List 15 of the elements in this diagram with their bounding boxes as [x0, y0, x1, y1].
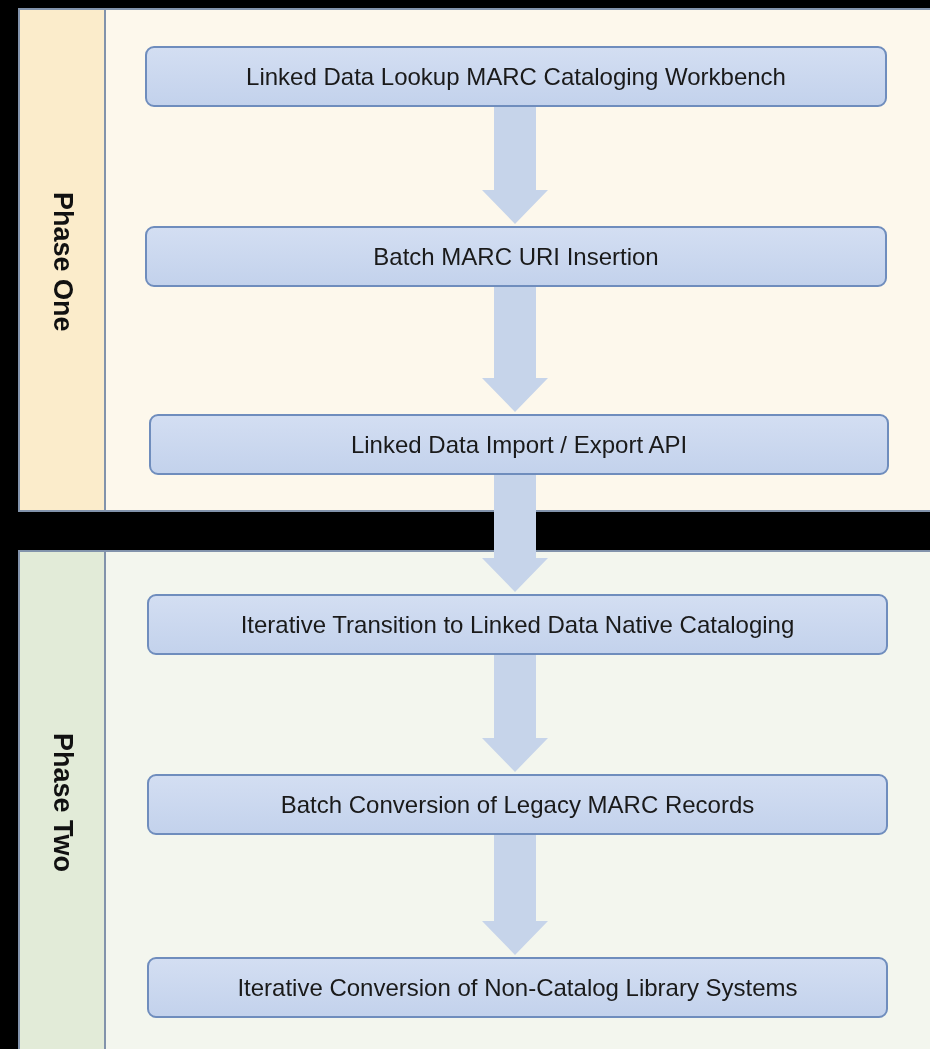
phase-panel	[18, 8, 930, 512]
process-box: Linked Data Lookup MARC Cataloging Workbench	[145, 46, 887, 107]
process-box: Linked Data Import / Export API	[149, 414, 889, 475]
process-box: Iterative Transition to Linked Data Native Cataloging	[147, 594, 888, 655]
process-box: Batch MARC URI Insertion	[145, 226, 887, 287]
phase-panel	[18, 550, 930, 1049]
block-arrow	[482, 105, 548, 224]
process-box: Batch Conversion of Legacy MARC Records	[147, 774, 888, 835]
block-arrow	[482, 653, 548, 772]
phase-label: Phase One	[46, 192, 78, 332]
block-arrow	[482, 285, 548, 412]
block-arrow	[482, 473, 548, 592]
block-arrow	[482, 833, 548, 955]
process-box: Iterative Conversion of Non-Catalog Library Systems	[147, 957, 888, 1018]
phase-label: Phase Two	[46, 733, 78, 873]
